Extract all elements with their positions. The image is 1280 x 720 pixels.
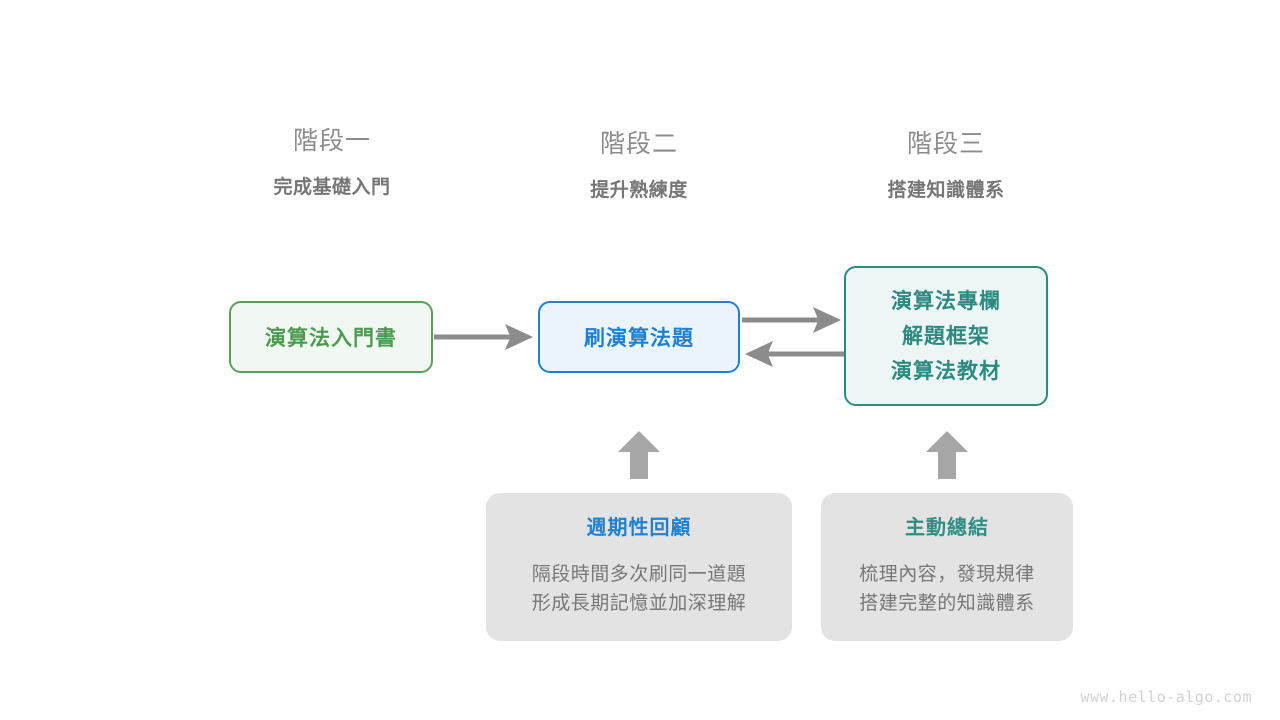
stage-2-goal: 提升熟練度 (590, 179, 688, 201)
tip-body-line-2: 搭建完整的知識體系 (859, 592, 1035, 614)
tip-card-periodic-review[interactable]: 週期性回顧 隔段時間多次刷同一道題 形成長期記憶並加深理解 (486, 493, 792, 641)
up-arrow-icon-review (618, 431, 660, 479)
tip-body-line-2: 形成長期記憶並加深理解 (531, 592, 747, 614)
stage-1-name: 階段一 (292, 127, 371, 155)
tip-card-active-summary-body: 梳理內容，發現規律 搭建完整的知識體系 (859, 561, 1035, 618)
tip-body-line-1: 隔段時間多次刷同一道題 (531, 564, 747, 585)
stage-3-goal: 搭建知識體系 (887, 179, 1005, 201)
node-practice-problems-label: 刷演算法題 (584, 327, 694, 350)
stage-column-3: 階段三 搭建知識體系 (816, 130, 1076, 201)
tip-card-active-summary[interactable]: 主動總結 梳理內容，發現規律 搭建完整的知識體系 (821, 493, 1073, 641)
node-resources[interactable]: 演算法專欄 解題框架 演算法教材 (844, 266, 1048, 406)
stage-column-2: 階段二 提升熟練度 (509, 130, 769, 201)
node-resources-line-1: 演算法專欄 (891, 289, 1001, 313)
stage-column-1: 階段一 完成基礎入門 (202, 127, 462, 198)
tip-body-line-1: 梳理內容，發現規律 (859, 564, 1035, 585)
tip-card-periodic-review-body: 隔段時間多次刷同一道題 形成長期記憶並加深理解 (532, 561, 747, 618)
up-arrow-icon-summary (926, 431, 968, 479)
stage-1-goal: 完成基礎入門 (273, 176, 391, 198)
tip-card-periodic-review-title: 週期性回顧 (586, 517, 692, 539)
node-intro-book-label: 演算法入門書 (265, 327, 397, 350)
node-intro-book[interactable]: 演算法入門書 (229, 301, 433, 373)
tip-card-active-summary-title: 主動總結 (905, 517, 989, 539)
node-resources-line-3: 演算法教材 (891, 359, 1001, 383)
node-resources-line-2: 解題框架 (902, 324, 990, 348)
stage-2-name: 階段二 (599, 130, 678, 158)
watermark: www.hello-algo.com (1080, 688, 1252, 706)
node-practice-problems[interactable]: 刷演算法題 (538, 301, 740, 373)
stage-3-name: 階段三 (906, 130, 985, 158)
